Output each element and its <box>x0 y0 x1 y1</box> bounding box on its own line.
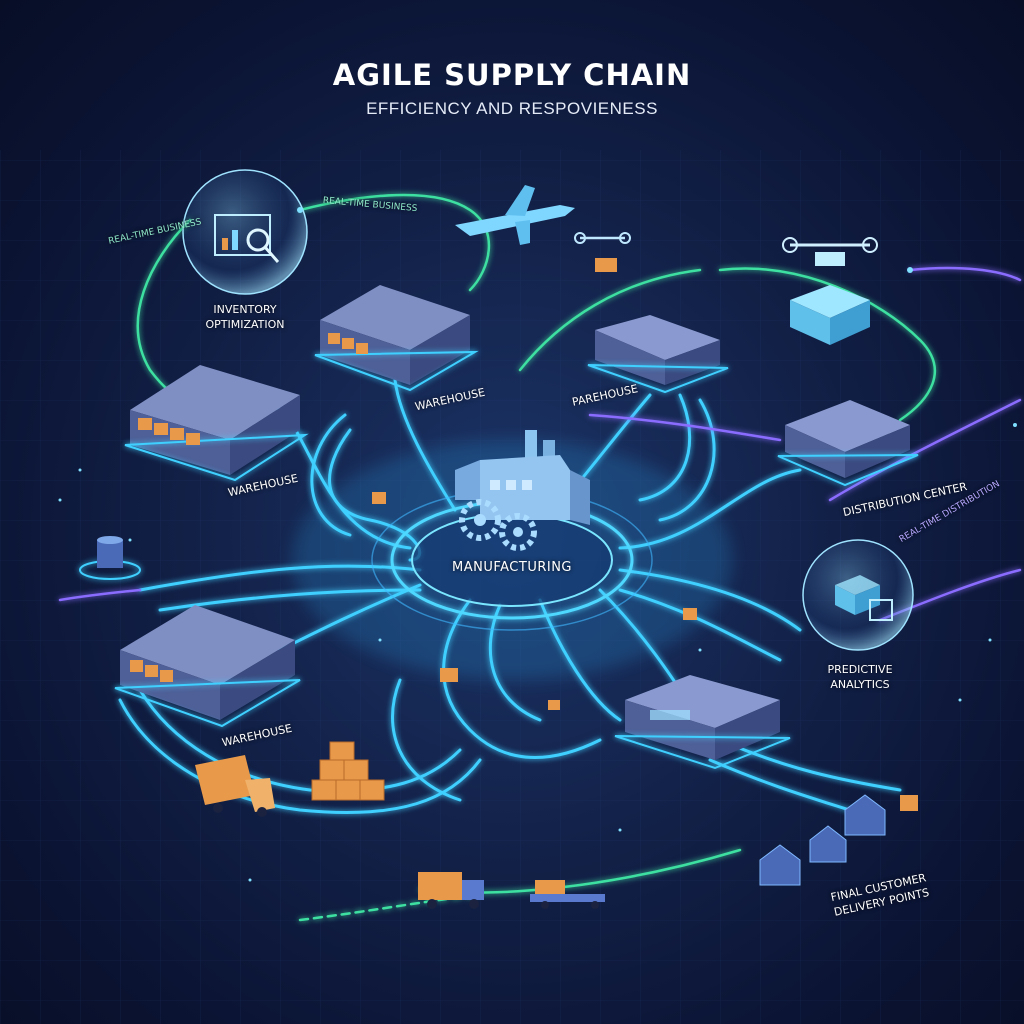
route-network <box>118 378 902 822</box>
warehouse-top-building <box>314 285 479 392</box>
route-to-distribution <box>618 468 802 550</box>
cargo-pallet-icon <box>311 741 385 801</box>
distribution-center-building <box>777 400 919 487</box>
airplane-icon <box>455 185 575 245</box>
drone-depot-icon <box>782 237 878 345</box>
inventory-optimization-bubble <box>182 169 308 295</box>
delivery-truck-icon <box>195 755 275 817</box>
route-to-warehouse-top <box>393 378 457 512</box>
cargo-boxes-icon <box>138 418 200 445</box>
diagram-subtitle: EFFICIENCY AND RESPOVIENESS <box>366 99 658 118</box>
predictive-analytics-label-line2: ANALYTICS <box>830 678 890 691</box>
magnifier-icon <box>246 228 270 252</box>
factory-icon <box>455 430 590 551</box>
manufacturing-label: MANUFACTURING <box>452 560 572 575</box>
manufacturing-hub <box>371 430 653 631</box>
warehouse-center-right-building <box>587 315 729 394</box>
predictive-analytics-label-line1: PREDICTIVE <box>827 663 893 676</box>
delivery-truck-icon-2 <box>418 872 484 909</box>
warehouse-bottom-left-building <box>114 605 301 728</box>
storage-tank-icon <box>79 536 141 580</box>
diagram-title: AGILE SUPPLY CHAIN <box>332 58 692 92</box>
predictive-analytics-bubble <box>802 539 914 651</box>
warehouse-left-building <box>124 365 309 482</box>
data-routes <box>58 193 1022 922</box>
data-particles <box>58 207 1017 882</box>
chart-icon <box>214 214 271 256</box>
inventory-optimization-label: INVENTORY OPTIMIZATION <box>185 302 305 332</box>
inventory-optimization-label-line2: OPTIMIZATION <box>205 318 285 331</box>
predictive-analytics-label: PREDICTIVE ANALYTICS <box>800 662 920 692</box>
delivery-houses-icon <box>759 794 886 886</box>
retail-delivery-hub <box>614 675 791 770</box>
delivery-truck-icon-3 <box>530 880 605 909</box>
parcel-icons <box>372 492 918 811</box>
cargo-drone-icon <box>574 232 631 272</box>
inventory-optimization-label-line1: INVENTORY <box>213 303 277 316</box>
